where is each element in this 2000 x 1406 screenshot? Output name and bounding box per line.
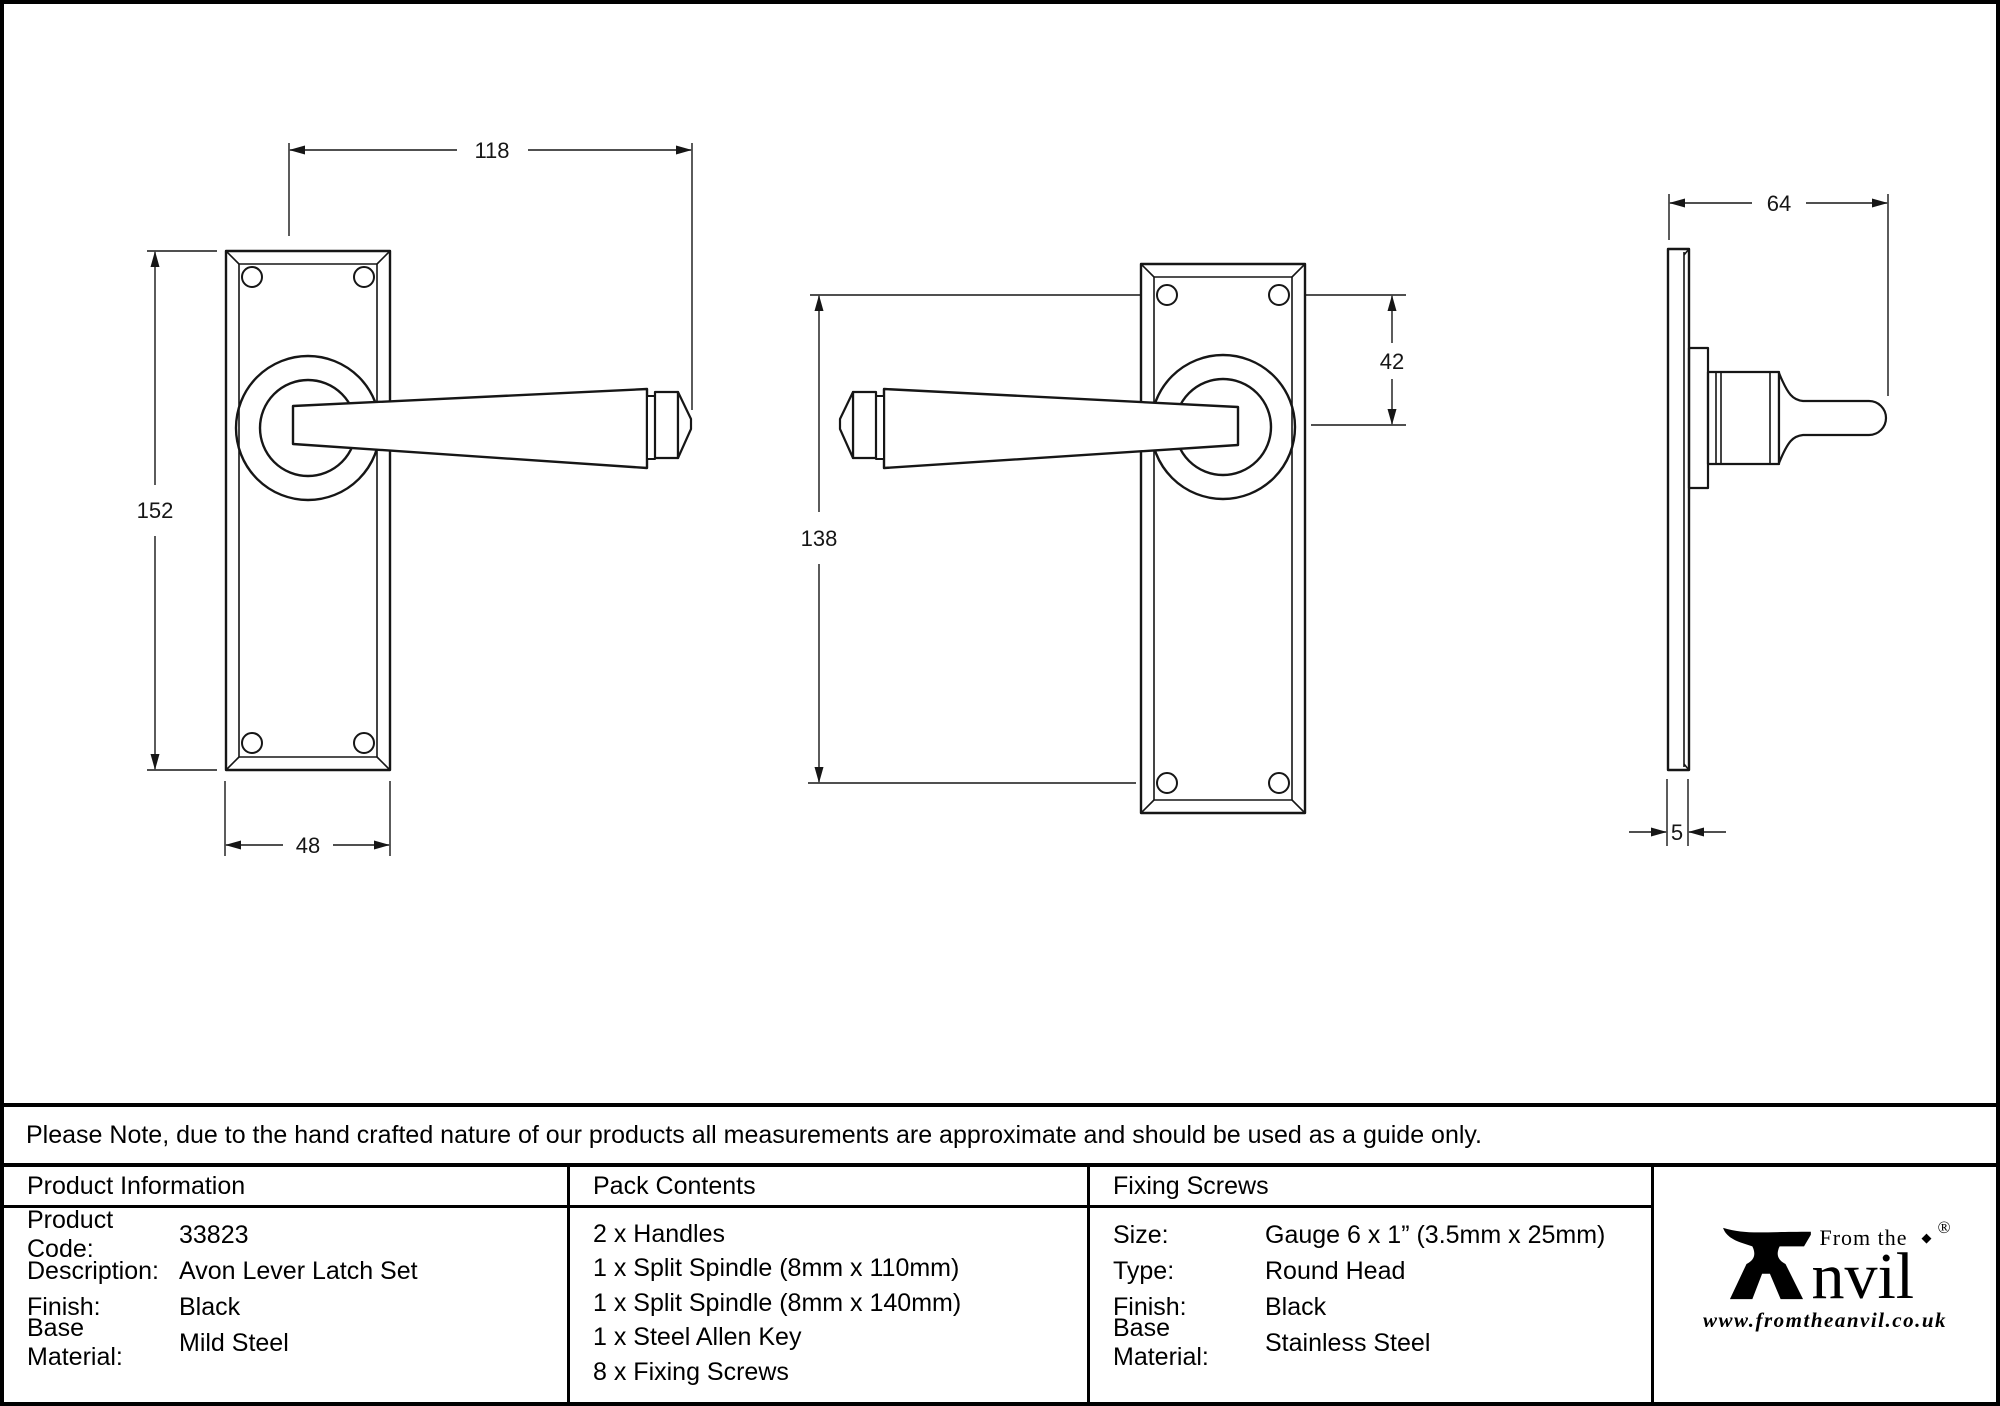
dimension-64: 64 bbox=[1668, 191, 1889, 396]
lever-grip bbox=[882, 387, 1240, 470]
anvil-icon bbox=[1723, 1227, 1812, 1300]
pack-contents-column: Pack Contents 2 x Handles 1 x Split Spin… bbox=[570, 1167, 1090, 1402]
screw-hole bbox=[1156, 284, 1178, 306]
list-item: 8 x Fixing Screws bbox=[593, 1357, 789, 1386]
table-row: Product Code: 33823 bbox=[27, 1206, 249, 1263]
svg-text:42: 42 bbox=[1380, 349, 1404, 374]
screw-hole bbox=[241, 266, 263, 288]
pack-contents-header: Pack Contents bbox=[570, 1167, 1087, 1208]
dimension-118: 118 bbox=[288, 138, 693, 410]
screw-hole bbox=[353, 266, 375, 288]
lever-grip bbox=[291, 387, 649, 470]
logo-website: www.fromtheanvil.co.uk bbox=[1703, 1308, 1947, 1332]
table-row: Finish: Black bbox=[1113, 1292, 1327, 1321]
list-item: 1 x Split Spindle (8mm x 140mm) bbox=[593, 1288, 962, 1317]
backplate bbox=[224, 249, 392, 772]
fixing-screws-body: Size: Gauge 6 x 1” (3.5mm x 25mm) Type: … bbox=[1090, 1208, 1651, 1372]
svg-text:152: 152 bbox=[137, 498, 174, 523]
screw-hole bbox=[353, 732, 375, 754]
logo-tagline: From the ◆ bbox=[1819, 1224, 1933, 1250]
table-row: Base Material: Stainless Steel bbox=[1113, 1314, 1431, 1371]
front-view-lever-left bbox=[838, 262, 1307, 815]
table-row: Size: Gauge 6 x 1” (3.5mm x 25mm) bbox=[1113, 1220, 1606, 1249]
rose-barrel bbox=[1706, 370, 1781, 466]
logo-wordmark: nvil bbox=[1811, 1239, 1915, 1313]
fixing-screws-header: Fixing Screws bbox=[1090, 1167, 1651, 1208]
dimension-5: 5 bbox=[1629, 779, 1726, 846]
screw-hole bbox=[1156, 772, 1178, 794]
svg-text:138: 138 bbox=[801, 526, 838, 551]
svg-text:118: 118 bbox=[474, 138, 509, 163]
lever-profile bbox=[1777, 371, 1888, 465]
brand-logo-cell: From the ◆ nvil ® www.fromtheanvil.co.uk bbox=[1654, 1167, 1996, 1402]
lever-finial bbox=[676, 390, 693, 460]
technical-drawing: 118 152 48 bbox=[137, 138, 1889, 858]
lever-collar bbox=[851, 390, 878, 460]
lever-ring bbox=[875, 395, 885, 460]
note-text: Please Note, due to the hand crafted nat… bbox=[26, 1120, 1483, 1149]
from-the-anvil-logo: From the ◆ nvil ® www.fromtheanvil.co.uk bbox=[1703, 1218, 1951, 1333]
front-view-lever-right bbox=[224, 249, 693, 772]
product-information-body: Product Code: 33823 Description: Avon Le… bbox=[4, 1206, 567, 1371]
svg-text:64: 64 bbox=[1767, 191, 1791, 216]
measurements-note: Please Note, due to the hand crafted nat… bbox=[4, 1103, 1996, 1167]
backplate bbox=[1139, 262, 1307, 815]
dimension-48: 48 bbox=[224, 781, 391, 858]
side-view bbox=[1666, 247, 1888, 772]
lever-ring bbox=[646, 395, 656, 460]
backplate-edge bbox=[1666, 247, 1691, 772]
dimension-152: 152 bbox=[137, 250, 217, 771]
product-information-header: Product Information bbox=[4, 1167, 567, 1208]
diamond-icon: ◆ bbox=[1921, 1229, 1933, 1245]
screw-hole bbox=[1268, 772, 1290, 794]
screw-hole bbox=[1268, 284, 1290, 306]
svg-text:5: 5 bbox=[1671, 820, 1683, 845]
rose-flange bbox=[1687, 346, 1710, 490]
screw-hole bbox=[241, 732, 263, 754]
product-information-column: Product Information Product Code: 33823 … bbox=[4, 1167, 570, 1402]
table-row: Description: Avon Lever Latch Set bbox=[27, 1256, 418, 1285]
fixing-screws-column: Fixing Screws Size: Gauge 6 x 1” (3.5mm … bbox=[1090, 1167, 1654, 1402]
dimension-138: 138 bbox=[801, 294, 1141, 784]
lever-collar bbox=[653, 390, 680, 460]
pack-contents-body: 2 x Handles 1 x Split Spindle (8mm x 110… bbox=[570, 1208, 1087, 1390]
table-row: Finish: Black bbox=[27, 1292, 241, 1321]
table-row: Base Material: Mild Steel bbox=[27, 1314, 289, 1371]
list-item: 1 x Steel Allen Key bbox=[593, 1323, 802, 1352]
svg-text:48: 48 bbox=[296, 833, 320, 858]
list-item: 2 x Handles bbox=[593, 1219, 726, 1248]
dimension-42: 42 bbox=[1305, 294, 1406, 426]
backplate-bevel bbox=[1153, 276, 1293, 801]
list-item: 1 x Split Spindle (8mm x 110mm) bbox=[593, 1254, 960, 1283]
registered-trademark: ® bbox=[1937, 1218, 1951, 1237]
lever-finial bbox=[838, 390, 855, 460]
table-row: Type: Round Head bbox=[1113, 1256, 1406, 1285]
backplate-bevel bbox=[238, 263, 378, 758]
